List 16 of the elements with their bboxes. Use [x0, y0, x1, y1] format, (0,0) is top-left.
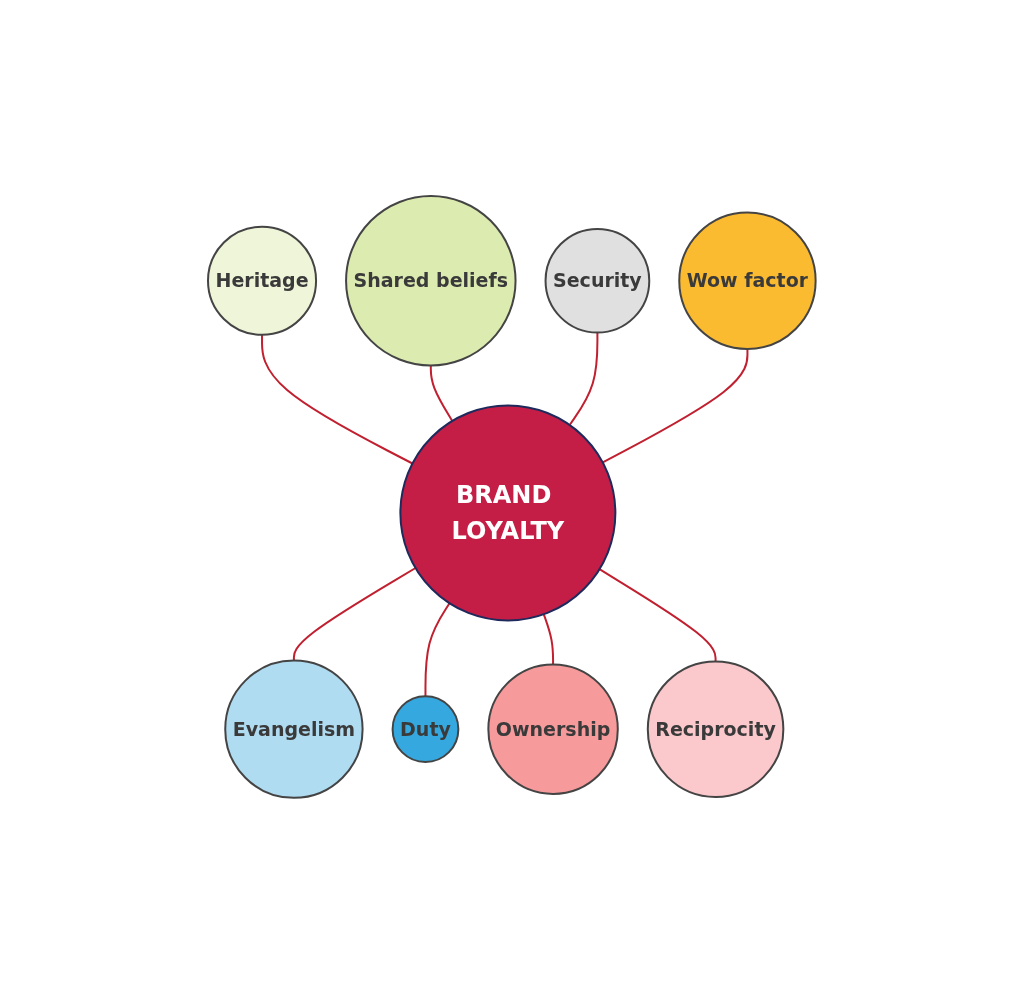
connector — [430, 364, 454, 422]
node-circle: Reciprocity — [646, 659, 785, 798]
node-circle: Shared beliefs — [345, 194, 517, 367]
node-circle: Ownership — [487, 663, 619, 795]
connector — [598, 567, 717, 662]
node-circle: Security — [544, 227, 651, 334]
node-circle: Duty — [391, 694, 460, 763]
node-circle: Wow factor — [678, 211, 817, 350]
node-circle: Heritage — [207, 225, 318, 336]
connector — [261, 333, 414, 465]
connector — [293, 566, 417, 662]
node-circle: Evangelism — [224, 659, 364, 799]
connector — [424, 601, 451, 697]
node-circle: BRAND LOYALTY — [399, 404, 617, 622]
connector — [543, 612, 555, 665]
connector — [568, 331, 599, 426]
